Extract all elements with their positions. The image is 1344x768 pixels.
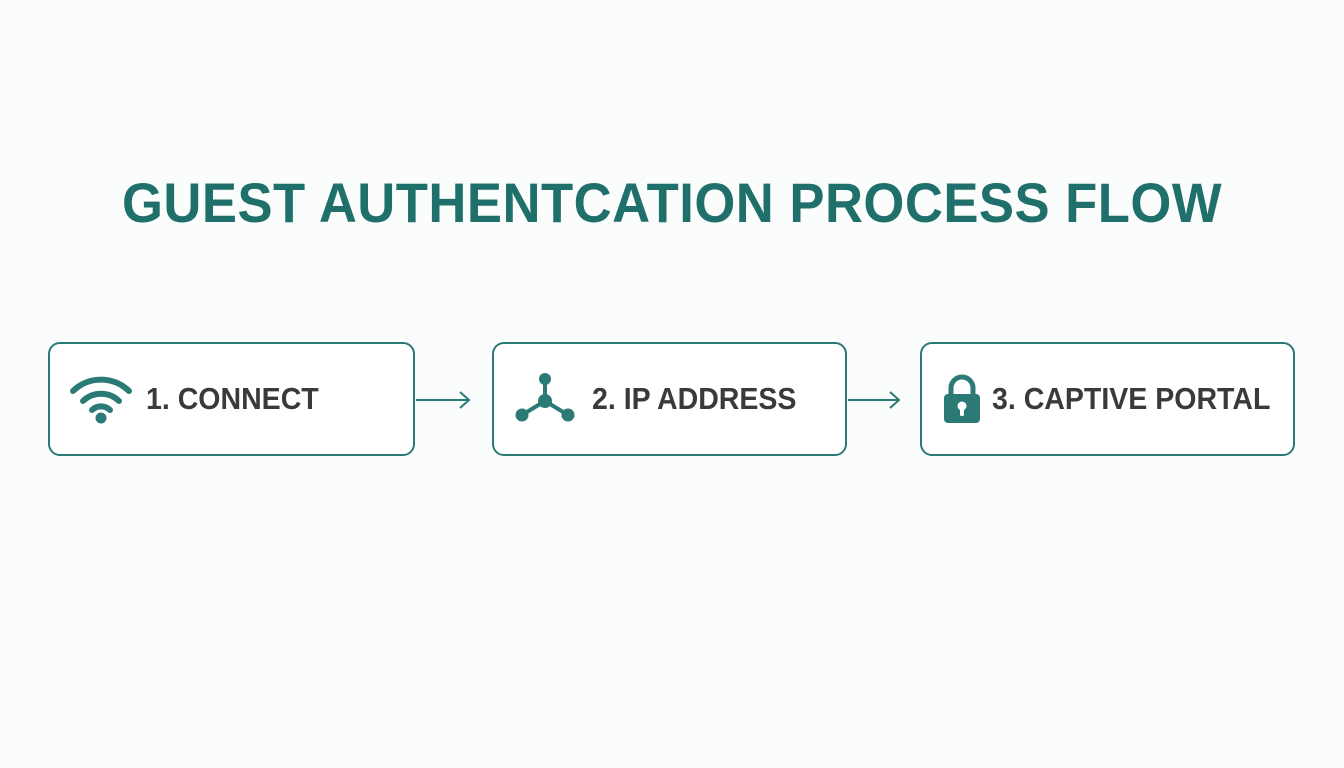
lock-icon xyxy=(942,373,982,425)
arrow-right-icon xyxy=(416,391,471,409)
step-label-captive-portal: 3. CAPTIVE PORTAL xyxy=(992,381,1271,416)
step-captive-portal: 3. CAPTIVE PORTAL xyxy=(920,342,1295,456)
step-label-connect: 1. CONNECT xyxy=(146,381,319,416)
step-connect: 1. CONNECT xyxy=(48,342,415,456)
network-node-icon xyxy=(514,373,576,425)
step-label-ip-address: 2. IP ADDRESS xyxy=(592,381,797,416)
step-ip-address: 2. IP ADDRESS xyxy=(492,342,847,456)
wifi-icon xyxy=(70,374,132,424)
diagram-title: GUEST AUTHENTCATION PROCESS FLOW xyxy=(121,171,1223,234)
arrow-right-icon xyxy=(848,391,901,409)
